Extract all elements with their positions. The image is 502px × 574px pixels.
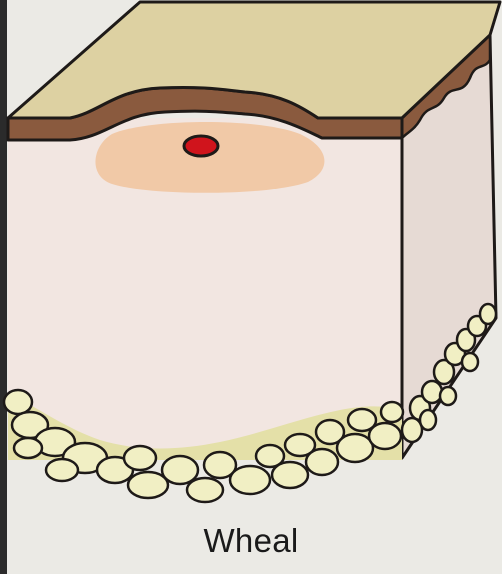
figure-caption: Wheal (0, 522, 502, 560)
central-punctum (184, 136, 218, 156)
wheal-swelling (95, 122, 324, 193)
